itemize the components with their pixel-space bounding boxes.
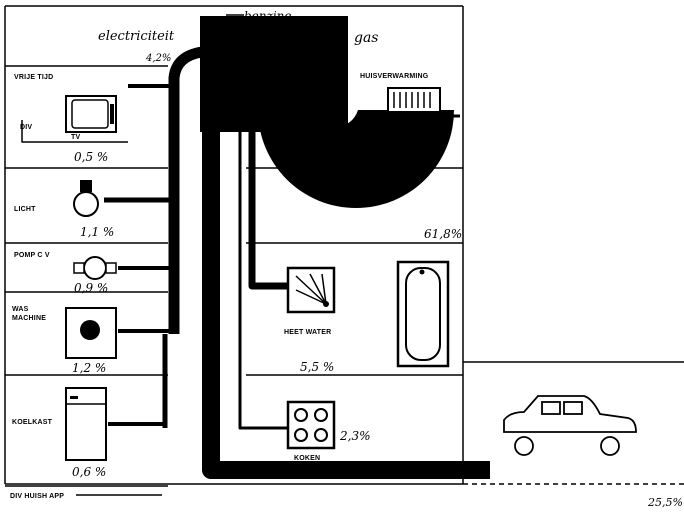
- category-label-misc: DIV: [20, 124, 32, 131]
- category-label-light: LICHT: [14, 206, 36, 213]
- category-label-pump: POMP C V: [14, 252, 50, 259]
- bathtub-icon: [396, 260, 450, 368]
- pump-pct: 0,9 %: [74, 281, 108, 295]
- gas-flow-cooking: [238, 30, 290, 430]
- petrol-label: benzine: [244, 9, 292, 23]
- electricity-flow: [168, 46, 204, 334]
- car-pct: 25,5%: [647, 496, 683, 509]
- stove-icon: [286, 400, 336, 450]
- radiator-icon: [376, 87, 460, 118]
- category-label-fridge: KOELKAST: [12, 419, 53, 426]
- electricity-pct: 4,2%: [145, 53, 171, 64]
- tv-icon: [65, 95, 117, 133]
- washing-machine-icon: [65, 307, 117, 359]
- water-heater-icon: [286, 266, 336, 314]
- category-label-washing-1: WAS: [12, 306, 29, 313]
- car-icon: [503, 395, 637, 456]
- washing-pct: 1,2 %: [72, 361, 106, 375]
- petrol-flow: [202, 18, 490, 479]
- fridge-pct: 0,6 %: [72, 465, 106, 479]
- pump-icon: [73, 256, 117, 280]
- category-label-washing-2: MACHINE: [12, 315, 46, 322]
- heating-label: HUISVERWARMING: [360, 73, 429, 80]
- gas-label: gas: [354, 30, 379, 46]
- cooking-label: KOKEN: [294, 455, 320, 462]
- tv-pct: 0,5 %: [74, 150, 108, 164]
- heating-pct: 61,8%: [424, 227, 462, 241]
- category-label-leisure: VRIJE TIJD: [14, 74, 53, 81]
- heating-share-shape: [258, 110, 455, 209]
- cooking-pct: 2,3%: [339, 429, 371, 443]
- light-bulb-icon: [73, 180, 99, 217]
- hot-water-label: HEET WATER: [284, 329, 331, 336]
- fridge-icon: [65, 387, 107, 461]
- hot-water-pct: 5,5 %: [300, 360, 334, 374]
- light-pct: 1,1 %: [80, 225, 114, 239]
- tv-label: TV: [71, 134, 80, 141]
- electricity-label: electriciteit: [98, 29, 175, 44]
- category-label-household: DIV HUISH APP: [10, 493, 64, 500]
